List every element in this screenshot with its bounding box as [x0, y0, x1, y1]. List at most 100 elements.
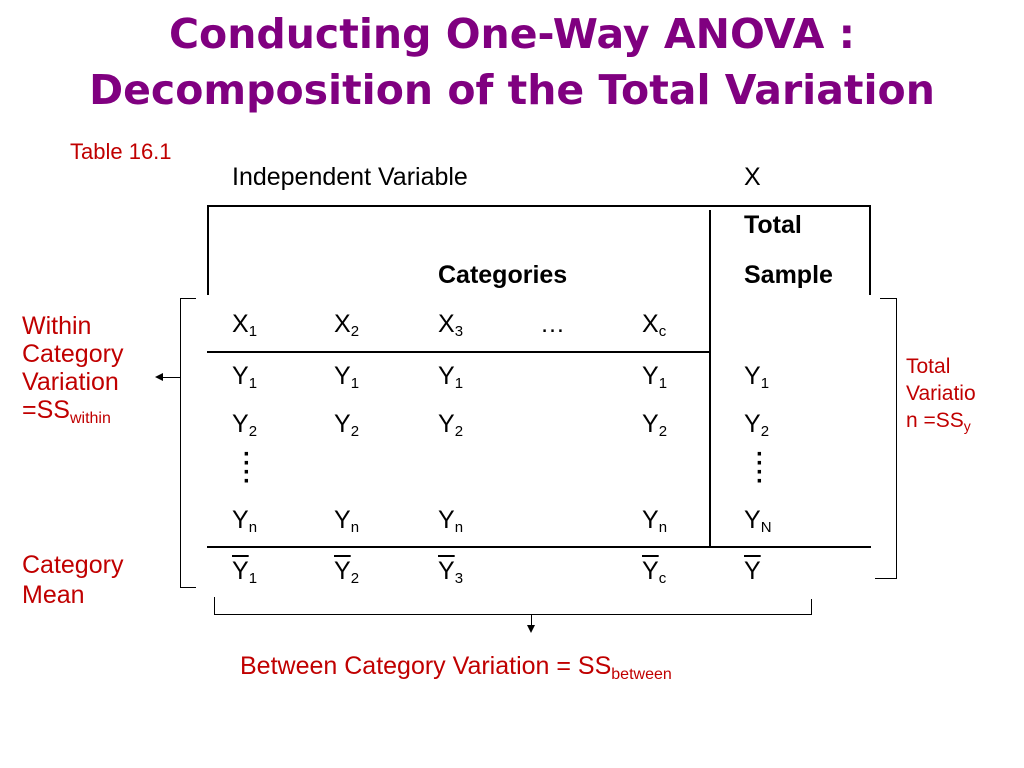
cell-symbol: Y	[232, 362, 249, 390]
within-line-2: Category	[22, 340, 124, 368]
table-cell: Y1	[642, 361, 667, 391]
table-top-rule	[207, 205, 871, 207]
between-arrow-shaft	[531, 614, 532, 626]
left-bracket-spine	[180, 298, 181, 588]
right-bracket-bottom-tick	[875, 578, 897, 579]
within-line-1: Within	[22, 312, 92, 340]
table-cell: Y2	[438, 409, 463, 439]
table-cell: Y1	[334, 361, 359, 391]
within-category-annotation: Within Category Variation =SSwithin	[22, 312, 124, 427]
cell-subscript: 1	[248, 570, 258, 587]
header-row-rule	[207, 351, 710, 353]
cell-symbol: X	[438, 310, 455, 338]
table-label: Table 16.1	[70, 139, 172, 164]
cell-subscript: N	[760, 519, 772, 536]
table-cell: Yn	[334, 505, 359, 535]
cell-symbol: Y	[642, 557, 659, 585]
cell-symbol: Y	[232, 410, 249, 438]
between-category-annotation: Between Category Variation = SSbetween	[240, 652, 672, 683]
column-1-vertical-ellipsis: ····	[243, 441, 251, 495]
cell-symbol: Y	[642, 410, 659, 438]
table-cell: Y2	[334, 409, 359, 439]
cell-symbol: Y	[744, 506, 761, 534]
cell-subscript: 3	[454, 570, 464, 587]
cell-symbol: X	[642, 310, 659, 338]
table-cell: Y1	[744, 361, 769, 391]
table-cell: YN	[744, 505, 772, 535]
cell-subscript: c	[658, 570, 667, 587]
cell-symbol: Y	[642, 506, 659, 534]
table-cell: X2	[334, 309, 359, 339]
cell-symbol: Y	[334, 557, 351, 585]
table-cell: Y2	[642, 409, 667, 439]
ss-y-subscript: y	[963, 418, 971, 434]
arrow-down-icon	[527, 625, 535, 633]
table-cell: X1	[232, 309, 257, 339]
ss-y-symbol: n =SS	[906, 409, 964, 432]
table-cell: Y2	[334, 556, 359, 586]
cell-symbol: Y	[744, 410, 761, 438]
cell-symbol: Y	[334, 506, 351, 534]
cell-subscript: 3	[454, 323, 464, 340]
mean-line-2: Mean	[22, 581, 85, 609]
cell-subscript: 1	[350, 375, 360, 392]
cell-symbol: Y	[334, 362, 351, 390]
cell-subscript: n	[248, 519, 258, 536]
table-cell: Y2	[744, 409, 769, 439]
cell-symbol: Y	[438, 410, 455, 438]
cell-subscript: 2	[248, 423, 258, 440]
between-text: Between Category Variation = SS	[240, 652, 612, 680]
cell-subscript: n	[658, 519, 668, 536]
cell-subscript: n	[454, 519, 464, 536]
right-bracket-spine	[896, 298, 897, 578]
total-line-2: Variatio	[906, 382, 976, 405]
cell-subscript: 1	[760, 375, 770, 392]
title-line-1: Conducting One-Way ANOVA :	[168, 10, 856, 58]
cell-symbol: Y	[438, 362, 455, 390]
total-column-vertical-ellipsis: ····	[756, 441, 764, 495]
table-right-rule	[869, 205, 871, 295]
table-cell: …	[540, 309, 565, 339]
within-line-4: =SSwithin	[22, 396, 123, 427]
cell-subscript: 2	[350, 570, 360, 587]
categories-label: Categories	[438, 261, 568, 289]
title-line-2: Decomposition of the Total Variation	[89, 66, 935, 114]
total-line-1: Total	[906, 355, 951, 378]
table-cell: Y2	[232, 409, 257, 439]
cell-symbol: …	[540, 310, 565, 338]
left-bracket-top-tick	[180, 298, 196, 299]
bottom-bracket-left-tick	[214, 597, 215, 615]
ss-between-subscript: between	[611, 666, 672, 683]
table-cell: Y	[744, 556, 761, 586]
ss-symbol: =SS	[22, 396, 70, 424]
category-mean-annotation: Category Mean	[22, 550, 123, 610]
cell-symbol: Y	[438, 506, 455, 534]
table-cell: Y1	[232, 556, 257, 586]
table-cell: X3	[438, 309, 463, 339]
table-cell: Y3	[438, 556, 463, 586]
cell-subscript: 1	[248, 375, 258, 392]
ss-within-subscript: within	[69, 410, 111, 427]
cell-subscript: 2	[350, 323, 360, 340]
total-column-divider	[709, 210, 711, 548]
cell-symbol: Y	[642, 362, 659, 390]
slide-title: Conducting One-Way ANOVA : Decomposition…	[0, 6, 1024, 118]
table-cell: Yn	[438, 505, 463, 535]
cell-subscript: 1	[658, 375, 668, 392]
cell-subscript: n	[350, 519, 360, 536]
variable-symbol: X	[744, 163, 761, 191]
left-bracket-bottom-tick	[180, 587, 196, 588]
total-line-3: n =SSy	[906, 407, 976, 434]
cell-symbol: Y	[232, 557, 249, 585]
table-cell: Yn	[642, 505, 667, 535]
cell-symbol: Y	[744, 557, 761, 585]
cell-subscript: 2	[760, 423, 770, 440]
cell-subscript: 2	[454, 423, 464, 440]
cell-subscript: 1	[454, 375, 464, 392]
mean-line-1: Category	[22, 551, 124, 579]
cell-symbol: Y	[744, 362, 761, 390]
bottom-bracket-right-tick	[811, 599, 812, 615]
bottom-bracket-spine	[214, 614, 812, 615]
independent-variable-label: Independent Variable	[232, 163, 468, 191]
cell-symbol: Y	[334, 410, 351, 438]
